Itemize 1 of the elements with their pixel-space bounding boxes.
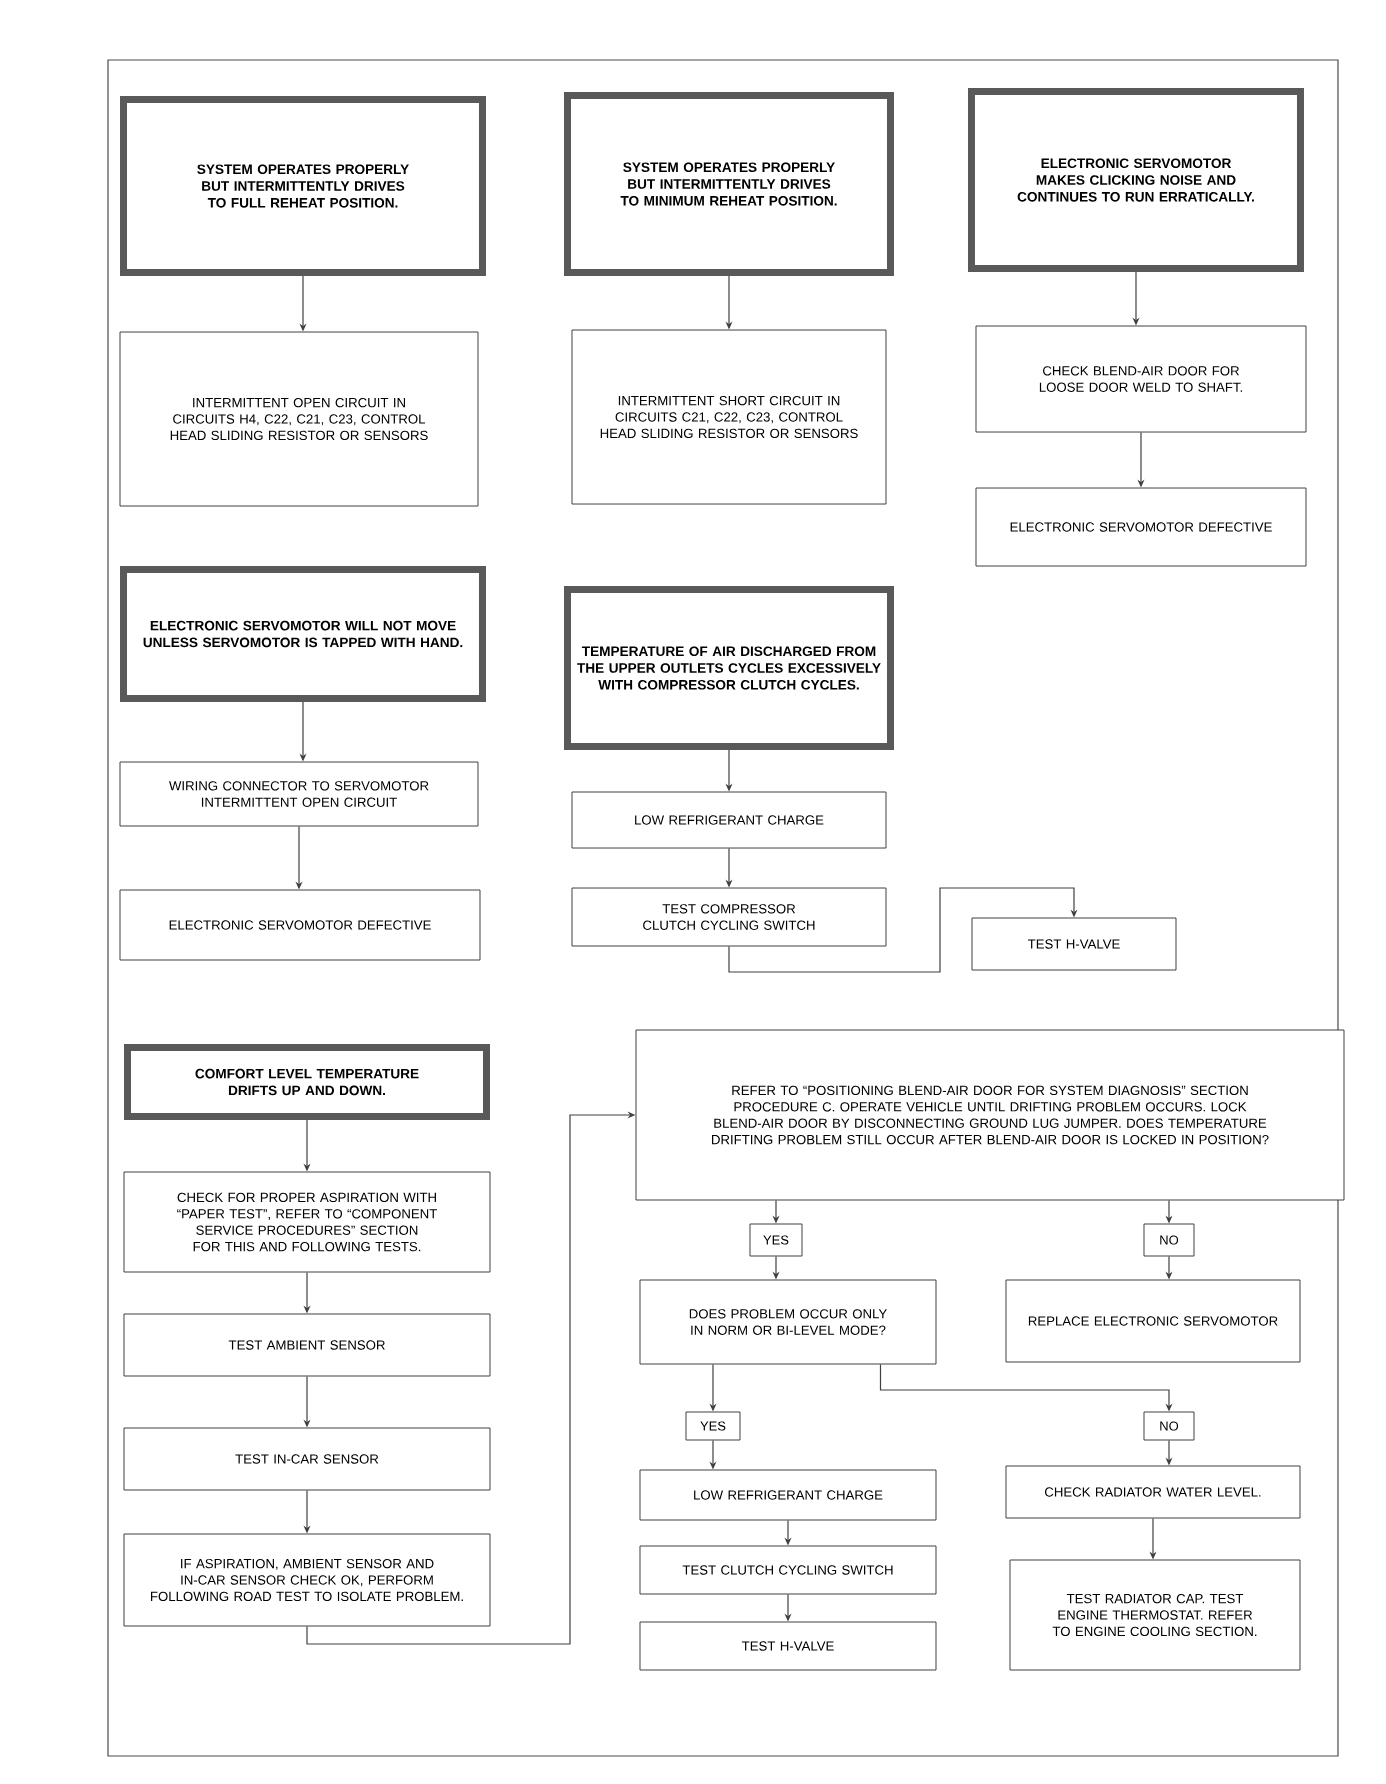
arrow [728,887,1078,973]
